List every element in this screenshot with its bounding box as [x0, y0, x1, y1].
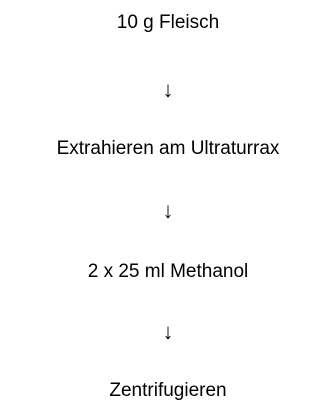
down-arrow-icon: ↓ — [162, 198, 174, 223]
step-solvent: 2 x 25 ml Methanol — [87, 261, 249, 282]
step-centrifugation: Zentrifugieren — [109, 380, 227, 401]
step-sample: 10 g Fleisch — [116, 12, 220, 33]
down-arrow-icon: ↓ — [162, 319, 174, 344]
down-arrow-icon: ↓ — [162, 77, 174, 102]
step-extraction: Extrahieren am Ultraturrax — [56, 138, 280, 159]
